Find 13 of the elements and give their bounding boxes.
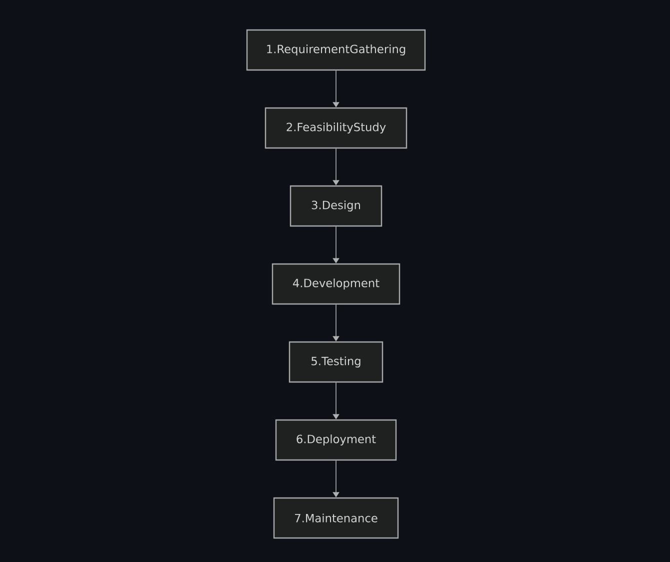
process-box: 4.Development — [272, 263, 400, 305]
arrow — [332, 304, 340, 342]
arrow — [332, 70, 340, 108]
arrow — [332, 460, 340, 498]
process-box: 2.FeasibilityStudy — [264, 107, 408, 149]
process-box: 1.RequirementGathering — [246, 29, 426, 71]
arrow — [332, 226, 340, 264]
arrow — [332, 148, 340, 186]
process-box: 6.Deployment — [275, 419, 397, 461]
process-box: 7.Maintenance — [273, 497, 399, 539]
process-box: 5.Testing — [288, 341, 384, 383]
process-box: 3.Design — [290, 185, 382, 227]
arrow — [332, 382, 340, 420]
